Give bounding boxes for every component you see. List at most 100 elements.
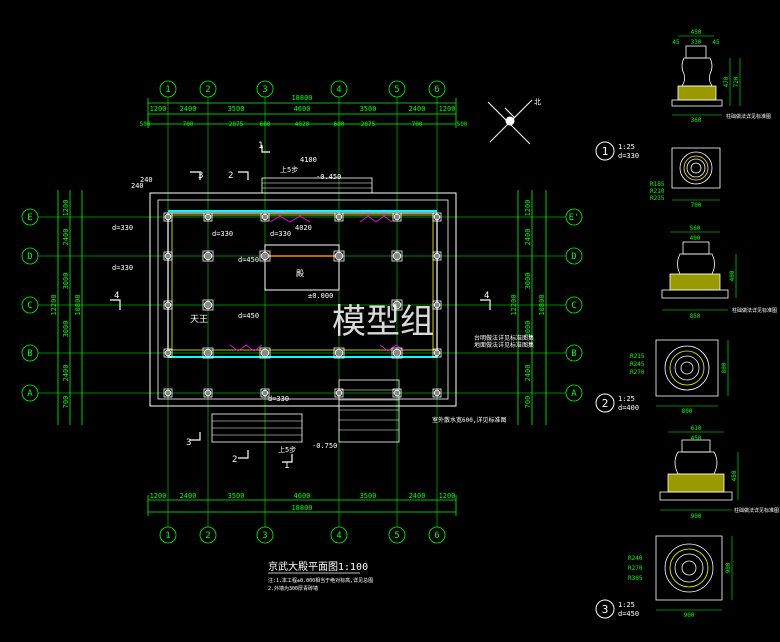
- dim-top2: 500: [457, 121, 468, 128]
- column-base: [202, 299, 214, 311]
- diameter-label: d=450: [238, 312, 259, 320]
- detail-radius: R270: [628, 565, 643, 572]
- grid-label-left: A: [27, 389, 33, 399]
- detail-number: 2: [602, 397, 609, 410]
- title-note-1: 注:1.本工程±0.000相当于绝对标高,详见总图: [268, 577, 373, 584]
- elevation-top: -0.450: [316, 173, 341, 181]
- column: [203, 300, 213, 310]
- detail-dim: 900: [725, 562, 732, 573]
- dim-top2: 2875: [361, 121, 376, 128]
- column: [392, 251, 402, 261]
- grid-label-right: D: [571, 252, 576, 262]
- dim-bottom: 1200: [150, 492, 167, 500]
- diameter-label: d=450: [238, 256, 259, 264]
- section-marker: [261, 145, 270, 153]
- watermark: 模型组: [332, 302, 434, 342]
- detail-dim: 800: [721, 362, 728, 373]
- column-base: [334, 388, 344, 398]
- dim-chain-bottom: [147, 495, 457, 516]
- detail-1-plan: [671, 147, 721, 189]
- dim-top2: 500: [140, 121, 151, 128]
- section-number: 4: [484, 291, 489, 301]
- diameter-label: d=330: [212, 230, 233, 238]
- column: [393, 389, 401, 397]
- plan-note: 台明做法详见标准图集: [474, 334, 534, 342]
- dim-left: 700: [62, 396, 70, 409]
- detail-bubble[interactable]: [595, 393, 615, 413]
- grid-label-top: 5: [394, 85, 399, 95]
- detail-bubble[interactable]: [595, 141, 615, 161]
- column-base: [259, 250, 271, 262]
- section-number: 1: [284, 461, 289, 471]
- grid-label-top: 3: [262, 85, 267, 95]
- drawing-title: 京武大殿平面图1:100: [268, 560, 368, 573]
- altar-label: 殿: [296, 269, 304, 278]
- dim-top: 3500: [360, 105, 377, 113]
- column: [392, 348, 402, 358]
- column: [335, 389, 343, 397]
- stair-label-bottom: 上5步: [278, 445, 296, 454]
- detail-dim: 45: [672, 39, 680, 46]
- dim-total-top: 18800: [291, 94, 312, 102]
- dim-top2: 700: [183, 121, 194, 128]
- column-base: [392, 212, 402, 222]
- column-base: [163, 251, 173, 261]
- detail-radius: R215: [630, 353, 645, 360]
- detail-2-plan: [655, 339, 719, 397]
- column: [393, 213, 401, 221]
- section-marker: [238, 450, 249, 459]
- column: [260, 251, 270, 261]
- detail-radius: R210: [650, 188, 665, 195]
- detail-diameter: d=450: [618, 610, 639, 618]
- dim-right: 3000: [524, 273, 532, 290]
- column-base: [333, 347, 345, 359]
- columns-group: [163, 212, 442, 398]
- column-base: [432, 251, 442, 261]
- window-mark-top: [269, 215, 311, 223]
- column: [164, 389, 172, 397]
- column-base: [163, 388, 173, 398]
- detail-dim-lines: [656, 35, 741, 611]
- detail-scale: 1:25: [618, 143, 635, 151]
- detail-bubble[interactable]: [595, 599, 615, 619]
- detail-dim: 700: [691, 202, 702, 209]
- dim-bottom: 2400: [180, 492, 197, 500]
- dim-top: 3500: [228, 105, 245, 113]
- grid-label-left: E: [27, 213, 32, 223]
- top-steps: [261, 177, 373, 194]
- detail-dim: 400: [690, 235, 701, 242]
- detail-note: 柱础做法详见标准图: [734, 507, 779, 514]
- column: [433, 349, 441, 357]
- dim-chain-top: [147, 98, 457, 128]
- elevation-bottom: -0.750: [312, 442, 337, 450]
- column: [164, 349, 172, 357]
- dim-chain-right: [517, 190, 547, 425]
- grid-label-left: B: [27, 349, 32, 359]
- column: [203, 348, 213, 358]
- detail-note: 柱础做法详见标准图: [732, 307, 777, 314]
- section-marker: [282, 454, 293, 463]
- detail-1-elevation: [671, 45, 723, 107]
- section-number: 1: [258, 141, 263, 151]
- diameter-label: d=330: [112, 224, 133, 232]
- detail-3-elevation: [659, 439, 733, 501]
- dim-right-total2: 12200: [510, 294, 518, 315]
- grid-label-top: 1: [165, 85, 170, 95]
- column-base: [391, 250, 403, 262]
- column: [335, 213, 343, 221]
- dim-top2: 2875: [229, 121, 244, 128]
- column-base: [432, 388, 442, 398]
- detail-dim: 900: [684, 612, 695, 619]
- grid-label-bottom: 1: [165, 531, 170, 541]
- dim-right: 1200: [524, 200, 532, 217]
- column-base: [163, 212, 173, 222]
- grid-label-bottom: 6: [434, 531, 439, 541]
- dim-left-total: 10800: [74, 294, 82, 315]
- grid-label-bottom: 5: [394, 531, 399, 541]
- column-base: [392, 388, 402, 398]
- column-base: [391, 299, 403, 311]
- column-base: [163, 348, 173, 358]
- detail-dim: 450: [691, 29, 702, 36]
- detail-diameter: d=330: [618, 152, 639, 160]
- column-base: [432, 212, 442, 222]
